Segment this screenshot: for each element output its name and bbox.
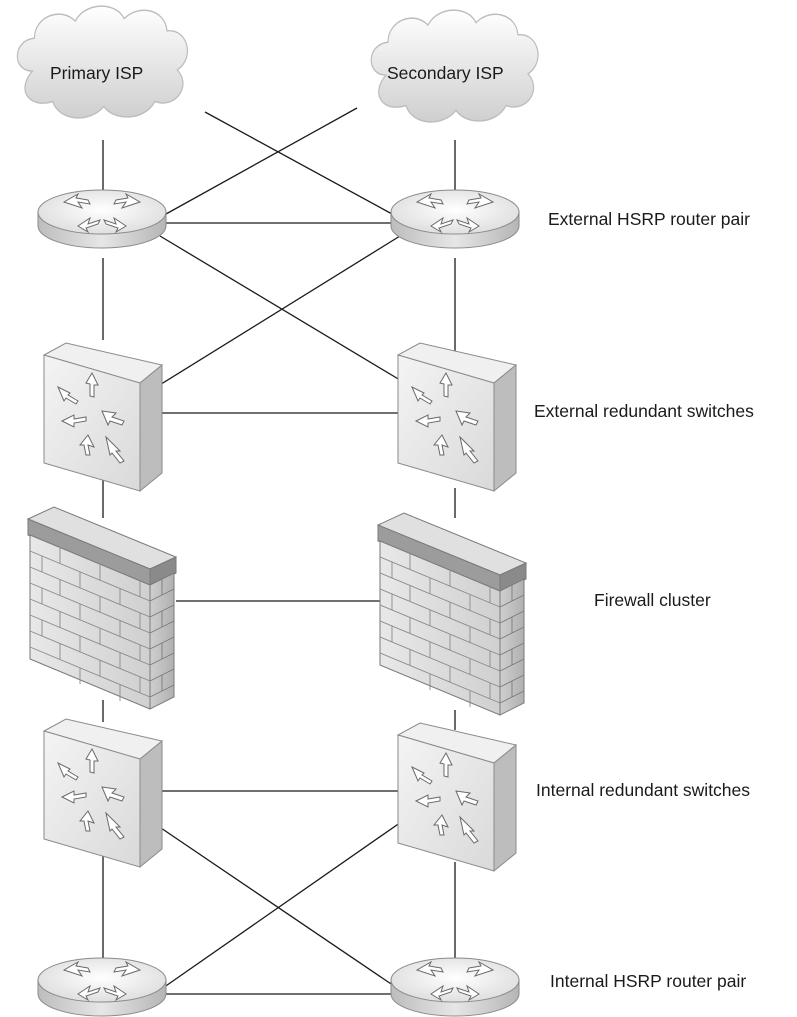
tier-label-internal-routers: Internal HSRP router pair xyxy=(550,971,746,991)
router-icon xyxy=(390,189,520,249)
router-icon xyxy=(37,189,167,249)
primary-isp-label: Primary ISP xyxy=(50,63,143,83)
tier-label-internal-switches: Internal redundant switches xyxy=(536,780,750,800)
link-secondary-isp-to-ext-router-left xyxy=(165,107,358,215)
internal-router-right xyxy=(390,957,520,1017)
link-ext-router-left-to-ext-switch-right xyxy=(159,235,401,381)
router-icon xyxy=(37,957,167,1017)
external-switch-right xyxy=(397,342,517,492)
firewall-left xyxy=(27,506,177,710)
link-primary-isp-to-ext-router-right xyxy=(204,111,393,215)
tier-label-external-routers: External HSRP router pair xyxy=(548,209,750,229)
internal-router-left xyxy=(37,957,167,1017)
router-icon xyxy=(390,957,520,1017)
external-router-right xyxy=(390,189,520,249)
switch-icon xyxy=(43,342,163,492)
cloud-icon xyxy=(16,5,189,119)
external-switch-left xyxy=(43,342,163,492)
switch-icon xyxy=(397,342,517,492)
tier-label-firewalls: Firewall cluster xyxy=(594,590,711,610)
internal-switch-left xyxy=(43,718,163,868)
switch-icon xyxy=(397,722,517,872)
firewall-icon xyxy=(377,512,527,716)
primary-isp-cloud xyxy=(16,5,189,119)
link-int-switch-right-to-int-router-left xyxy=(159,819,405,991)
tier-label-external-switches: External redundant switches xyxy=(534,401,754,421)
internal-switch-right xyxy=(397,722,517,872)
link-ext-router-right-to-ext-switch-left xyxy=(157,235,401,387)
firewall-right xyxy=(377,512,527,716)
link-int-switch-left-to-int-router-right xyxy=(157,825,401,991)
links xyxy=(102,107,456,995)
external-router-left xyxy=(37,189,167,249)
switch-icon xyxy=(43,718,163,868)
secondary-isp-label: Secondary ISP xyxy=(387,63,504,83)
firewall-icon xyxy=(27,506,177,710)
